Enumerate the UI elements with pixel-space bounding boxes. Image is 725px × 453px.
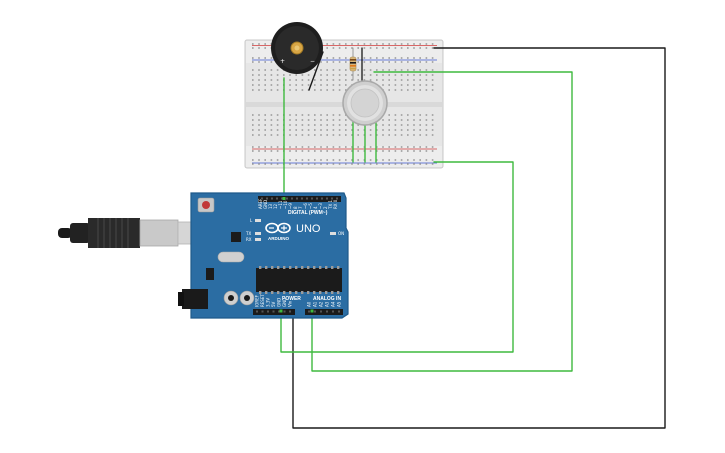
piezo-buzzer-icon[interactable]: + −	[271, 22, 323, 74]
tx-led-label: TX	[245, 231, 251, 236]
analog-pin-label: A1	[313, 301, 318, 307]
digital-pin-label: ~5	[308, 203, 313, 209]
digital-pin-label: ~9	[288, 203, 293, 209]
l-led	[255, 219, 261, 222]
capacitors	[223, 290, 255, 306]
rx-led	[255, 238, 261, 241]
board-brand: ARDUINO	[268, 236, 289, 241]
digital-pin-label: 12	[273, 203, 278, 209]
crystal-oscillator	[217, 251, 245, 263]
tx-led	[255, 232, 261, 235]
digital-pin-label: TX 1	[328, 200, 333, 210]
svg-text:−: −	[310, 58, 315, 65]
analog-pin-label: A5	[337, 301, 342, 307]
digital-pin-label: GND	[263, 200, 268, 209]
analog-header[interactable]	[305, 309, 343, 315]
power-pin-label: Vin	[288, 300, 293, 307]
l-led-label: L	[250, 218, 253, 223]
wire-5v-green	[280, 161, 514, 353]
digital-pin-label: ~3	[318, 203, 323, 209]
board-model: UNO	[296, 223, 321, 235]
digital-pin-label: 4	[313, 206, 318, 209]
digital-pin-label: 13	[268, 203, 273, 209]
power-header-label: POWER	[282, 296, 301, 302]
power-jack-icon[interactable]	[178, 289, 208, 309]
usb-chip-icon	[231, 232, 241, 242]
analog-pin-label: A3	[325, 301, 330, 307]
digital-pin-label: 8	[293, 206, 298, 209]
digital-header[interactable]	[258, 196, 341, 202]
digital-pin-label: 2	[323, 206, 328, 209]
power-pin-label: 3.3V	[266, 298, 271, 307]
power-pin-label: RESET	[260, 294, 265, 307]
analog-pin-label: A0	[307, 301, 312, 307]
on-led	[330, 232, 336, 235]
svg-text:+: +	[280, 58, 285, 65]
voltage-regulator	[206, 268, 214, 280]
wire-endpoints	[279, 197, 314, 313]
power-pin-label: 5V	[271, 301, 276, 307]
analog-header-label: ANALOG IN	[313, 296, 341, 302]
rx-led-label: RX	[246, 237, 252, 242]
gas-sensor-icon[interactable]	[342, 80, 388, 126]
digital-pin-label: ~10	[283, 200, 288, 209]
digital-pin-label: AREF	[258, 198, 263, 209]
on-led-label: ON	[338, 231, 344, 236]
digital-pin-label: ~6	[303, 203, 308, 209]
analog-pin-label: A2	[319, 301, 324, 307]
digital-pin-label: ~11	[278, 200, 283, 209]
arduino-logo	[265, 222, 291, 234]
power-pin-label: GND	[277, 298, 282, 307]
microcontroller-chip-icon	[256, 266, 342, 294]
power-pin-label: GND	[282, 298, 287, 307]
digital-header-label: DIGITAL (PWM~)	[288, 210, 328, 216]
digital-pin-label: RX 0	[333, 199, 338, 209]
reset-button-icon[interactable]	[197, 197, 215, 213]
power-pin-label: IOREF	[255, 294, 260, 307]
resistor-icon[interactable]	[349, 56, 357, 72]
digital-pin-label: 7	[298, 206, 303, 209]
wire-gnd-black	[292, 47, 666, 429]
analog-pin-label: A4	[331, 301, 336, 307]
wire-a0-green	[311, 71, 573, 372]
